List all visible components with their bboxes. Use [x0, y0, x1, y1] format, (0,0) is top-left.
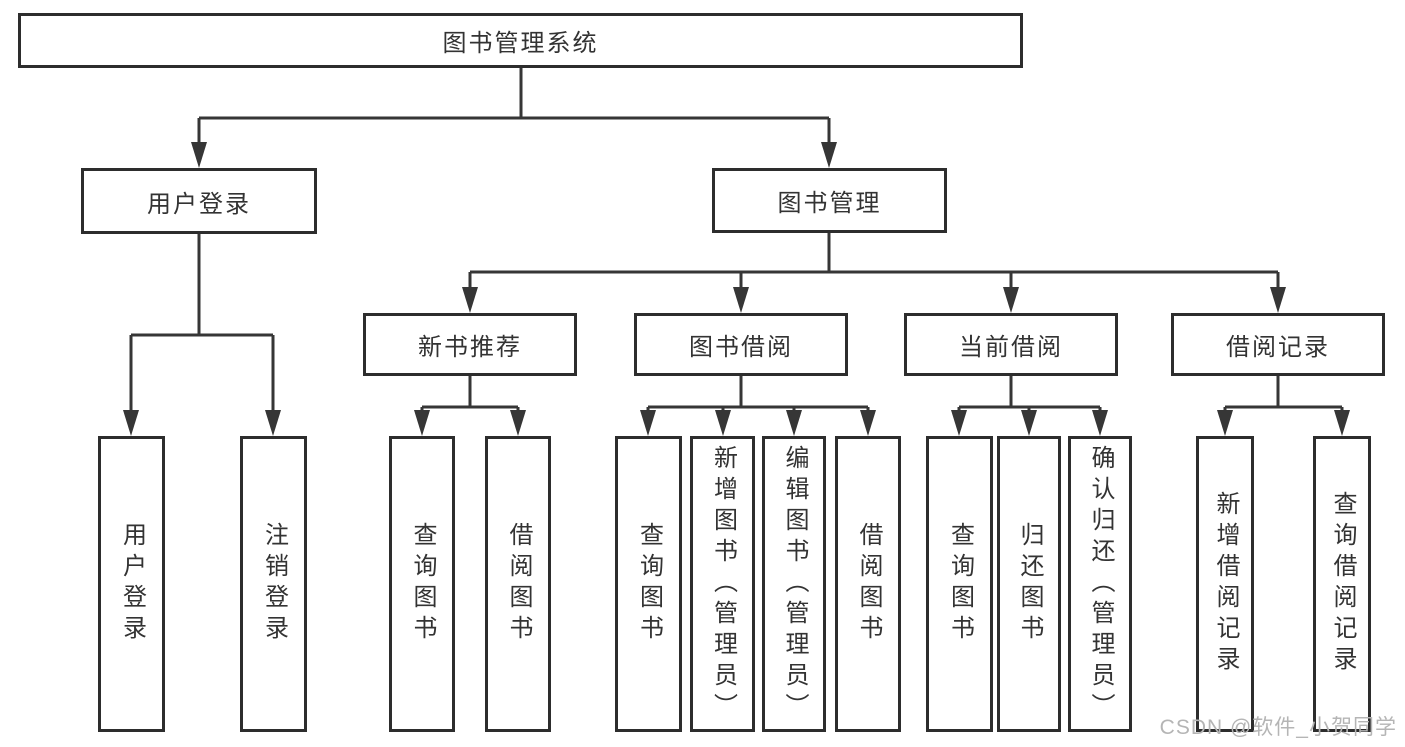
- arrow-down-icon: [462, 287, 478, 313]
- leaf-borrow-books-recommend: 借阅图书: [485, 436, 551, 732]
- node-label: 注销登录: [260, 522, 288, 646]
- node-book-management: 图书管理: [712, 168, 947, 233]
- arrow-down-icon: [265, 410, 281, 436]
- connector-root-to-level2: [197, 68, 831, 146]
- node-current-borrowing: 当前借阅: [904, 313, 1118, 376]
- connector-current-borrowing-children: [957, 376, 1102, 414]
- node-book-borrowing: 图书借阅: [634, 313, 848, 376]
- leaf-borrow-books: 借阅图书: [835, 436, 901, 732]
- arrow-down-icon: [414, 410, 430, 436]
- connector-new-book-children: [420, 376, 520, 414]
- node-borrowing-records: 借阅记录: [1171, 313, 1385, 376]
- leaf-query-borrow-record: 查询借阅记录: [1313, 436, 1371, 732]
- node-label: 新书推荐: [418, 334, 522, 361]
- leaf-query-books-current: 查询图书: [926, 436, 993, 732]
- leaf-edit-books-admin: 编辑图书（管理员）: [762, 436, 826, 732]
- arrow-down-icon: [191, 142, 207, 168]
- leaf-query-books-recommend: 查询图书: [389, 436, 455, 732]
- arrow-down-icon: [715, 410, 731, 436]
- arrow-down-icon: [123, 410, 139, 436]
- node-label: 查询图书: [946, 522, 974, 646]
- leaf-add-borrow-record: 新增借阅记录: [1196, 436, 1254, 732]
- node-library-system: 图书管理系统: [18, 13, 1023, 68]
- node-label: 查询图书: [635, 522, 663, 646]
- arrow-down-icon: [1003, 287, 1019, 313]
- node-label: 查询图书: [409, 522, 436, 646]
- node-label: 当前借阅: [959, 334, 1063, 361]
- arrow-down-icon: [510, 410, 526, 436]
- node-label: 查询借阅记录: [1329, 491, 1356, 677]
- arrow-down-icon: [640, 410, 656, 436]
- node-label: 新增借阅记录: [1212, 491, 1239, 677]
- node-label: 图书管理系统: [442, 30, 599, 57]
- csdn-watermark: CSDN @软件_小贺同学: [1159, 716, 1397, 739]
- node-user-login: 用户登录: [81, 168, 317, 234]
- arrow-down-icon: [786, 410, 802, 436]
- node-label: 图书管理: [777, 190, 882, 217]
- leaf-add-books-admin: 新增图书（管理员）: [690, 436, 755, 732]
- leaf-user-login: 用户登录: [98, 436, 165, 732]
- leaf-query-books-borrowing: 查询图书: [615, 436, 682, 732]
- arrow-down-icon: [1092, 410, 1108, 436]
- arrow-down-icon: [860, 410, 876, 436]
- node-label: 用户登录: [147, 190, 251, 218]
- leaf-return-books: 归还图书: [997, 436, 1061, 732]
- node-label: 归还图书: [1016, 522, 1043, 646]
- connector-book-borrowing-children: [646, 376, 870, 414]
- connector-user-login-children: [129, 234, 275, 414]
- arrow-down-icon: [1217, 410, 1233, 436]
- node-label: 确认归还（管理员）: [1087, 444, 1114, 724]
- arrow-down-icon: [1021, 410, 1037, 436]
- node-label: 借阅图书: [855, 522, 882, 646]
- arrow-down-icon: [733, 287, 749, 313]
- connector-borrow-records-children: [1223, 376, 1344, 414]
- node-label: 编辑图书（管理员）: [781, 444, 808, 724]
- node-label: 用户登录: [118, 522, 146, 646]
- leaf-logout: 注销登录: [240, 436, 307, 732]
- node-label: 新增图书（管理员）: [709, 444, 737, 724]
- node-label: 借阅图书: [505, 522, 532, 646]
- arrow-down-icon: [1334, 410, 1350, 436]
- node-label: 借阅记录: [1226, 334, 1330, 361]
- leaf-confirm-return-admin: 确认归还（管理员）: [1068, 436, 1132, 732]
- arrow-down-icon: [821, 142, 837, 168]
- node-label: 图书借阅: [689, 334, 793, 361]
- node-new-book-recommend: 新书推荐: [363, 313, 577, 376]
- arrow-down-icon: [1270, 287, 1286, 313]
- arrow-down-icon: [951, 410, 967, 436]
- connector-book-management-children: [468, 233, 1280, 291]
